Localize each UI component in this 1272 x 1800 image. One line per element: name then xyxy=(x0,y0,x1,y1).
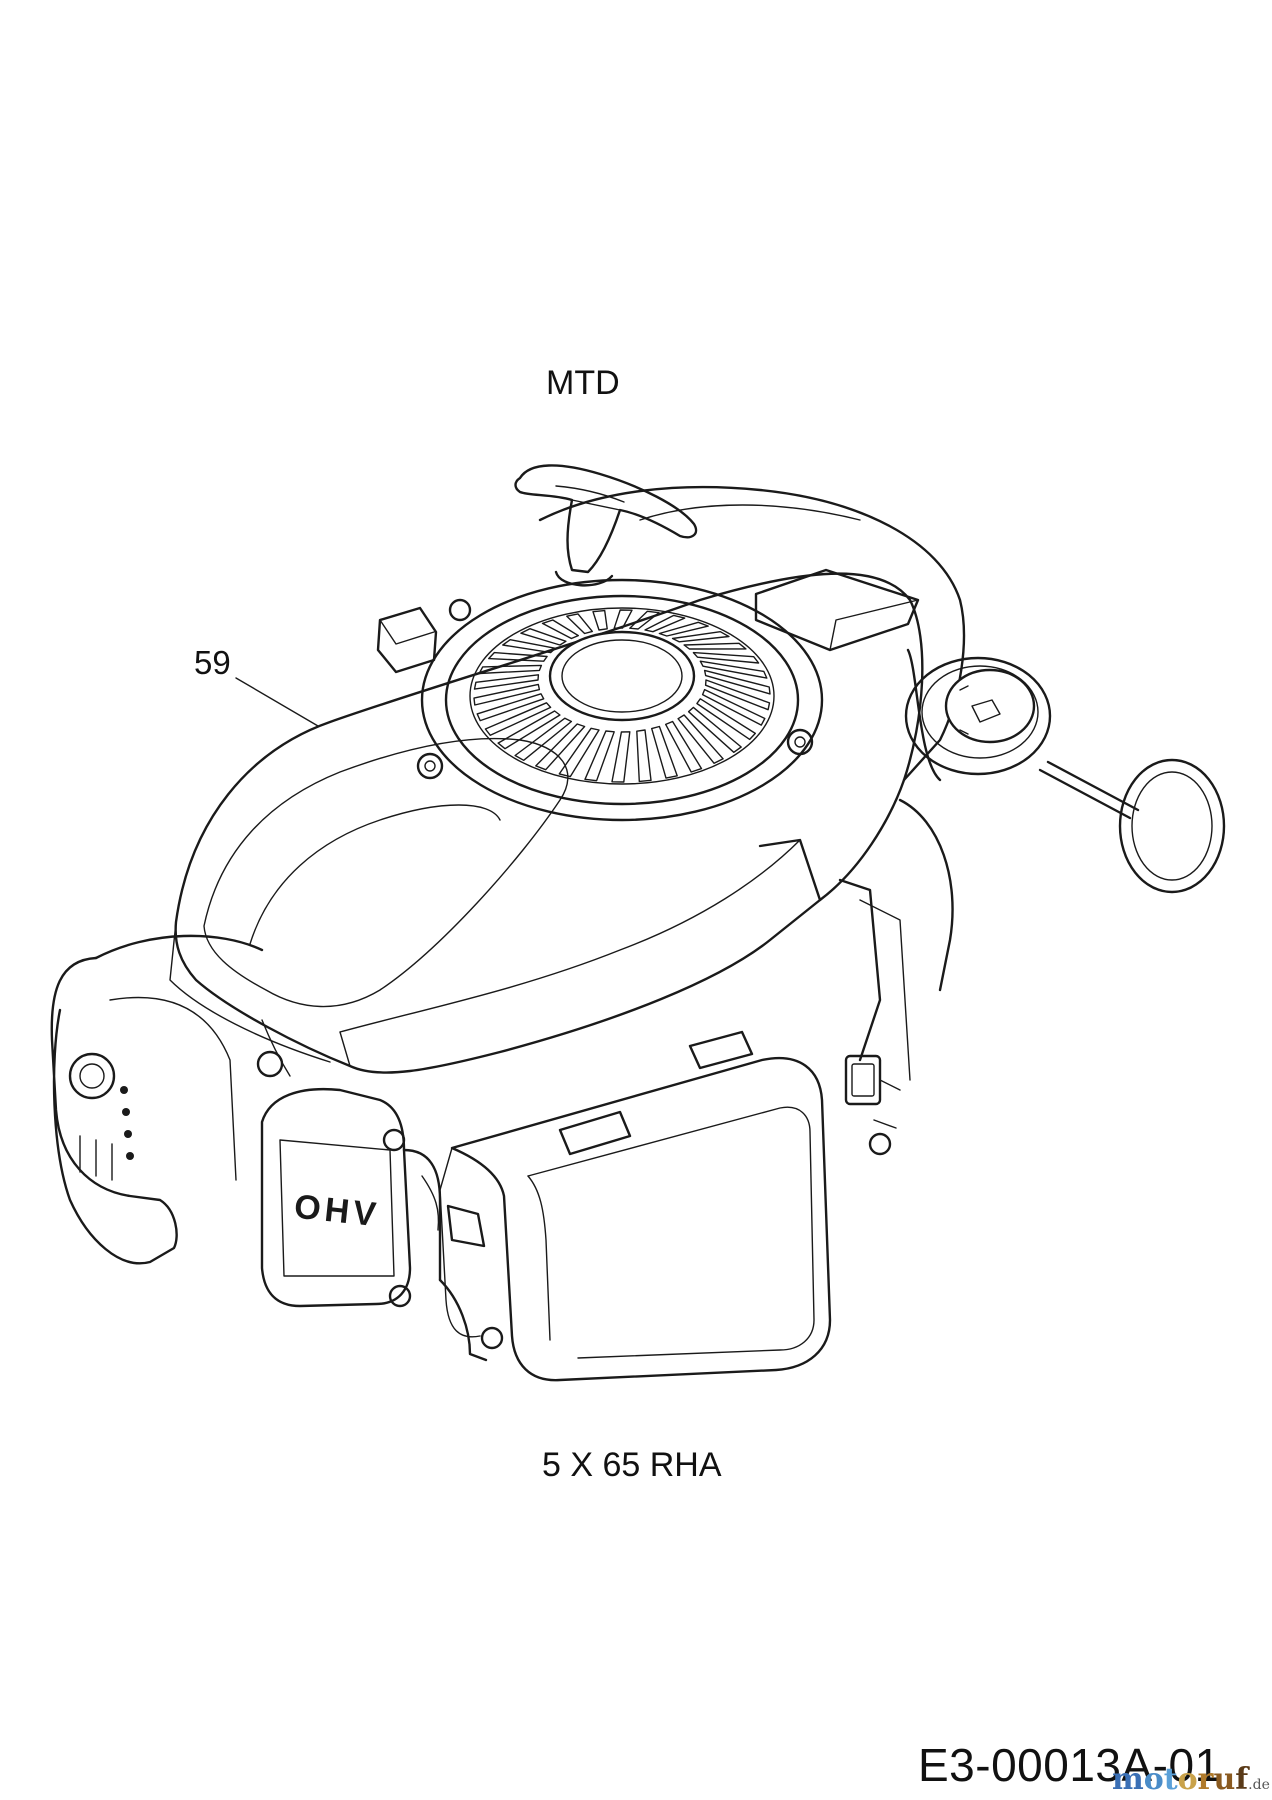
grille-vent xyxy=(535,723,586,771)
grille-vent xyxy=(488,651,548,662)
brand-label: MTD xyxy=(546,364,620,402)
grille-vent xyxy=(478,664,543,675)
drawing-code: E3-00013A-01 xyxy=(918,1739,1221,1791)
grille-vent xyxy=(665,720,703,773)
grille-vent xyxy=(611,731,631,783)
shroud-tab xyxy=(376,606,438,674)
grille-vent xyxy=(497,710,561,750)
oil-fill-cap xyxy=(904,648,1052,782)
engine-block-right xyxy=(838,798,954,1129)
grille-vent xyxy=(566,613,593,635)
muffler xyxy=(50,934,264,1265)
watermark-domain: .de xyxy=(1248,1777,1270,1793)
grille-vent xyxy=(692,651,760,664)
grille-vent xyxy=(651,725,678,779)
grille-vent xyxy=(502,639,557,654)
grille-vent xyxy=(636,729,652,783)
grille-vent xyxy=(514,717,573,761)
callout-leader-line xyxy=(235,677,319,727)
part-callout-number: 59 xyxy=(194,644,231,681)
recoil-starter-handle xyxy=(514,464,698,587)
grille-vent xyxy=(683,642,747,650)
grille-vent xyxy=(701,688,766,726)
grille-vent xyxy=(658,621,709,637)
grille-vent xyxy=(677,714,724,764)
watermark-logo: motoruf.de xyxy=(1112,1762,1270,1797)
air-filter-box xyxy=(439,1030,832,1382)
watermark-brand: motoruf xyxy=(1112,1762,1249,1797)
grille-vent xyxy=(592,609,608,631)
grille-vent xyxy=(541,619,579,640)
valve-cover xyxy=(256,1050,442,1308)
grille-vent xyxy=(629,610,660,630)
grille-vent xyxy=(484,702,552,736)
grille-vent xyxy=(687,706,742,753)
model-label: 5 X 65 RHA xyxy=(542,1446,722,1484)
grille-vent xyxy=(703,669,771,695)
grille-vent xyxy=(473,674,540,690)
blower-housing xyxy=(169,572,924,1074)
grille-vent xyxy=(558,727,600,778)
dipstick-ring xyxy=(1038,758,1226,894)
grille-vent xyxy=(696,698,756,741)
engine-base xyxy=(261,1019,892,1362)
grille-vent xyxy=(704,679,771,711)
grille-vent xyxy=(671,631,730,643)
grille-vent xyxy=(520,628,567,646)
grille-vent xyxy=(584,730,615,782)
grille-vent xyxy=(699,660,768,679)
recoil-starter-grille xyxy=(416,578,824,822)
grille-vent xyxy=(613,609,633,629)
grille-vent xyxy=(473,683,541,706)
grille-vent xyxy=(644,614,686,633)
grille-vent xyxy=(476,693,545,722)
